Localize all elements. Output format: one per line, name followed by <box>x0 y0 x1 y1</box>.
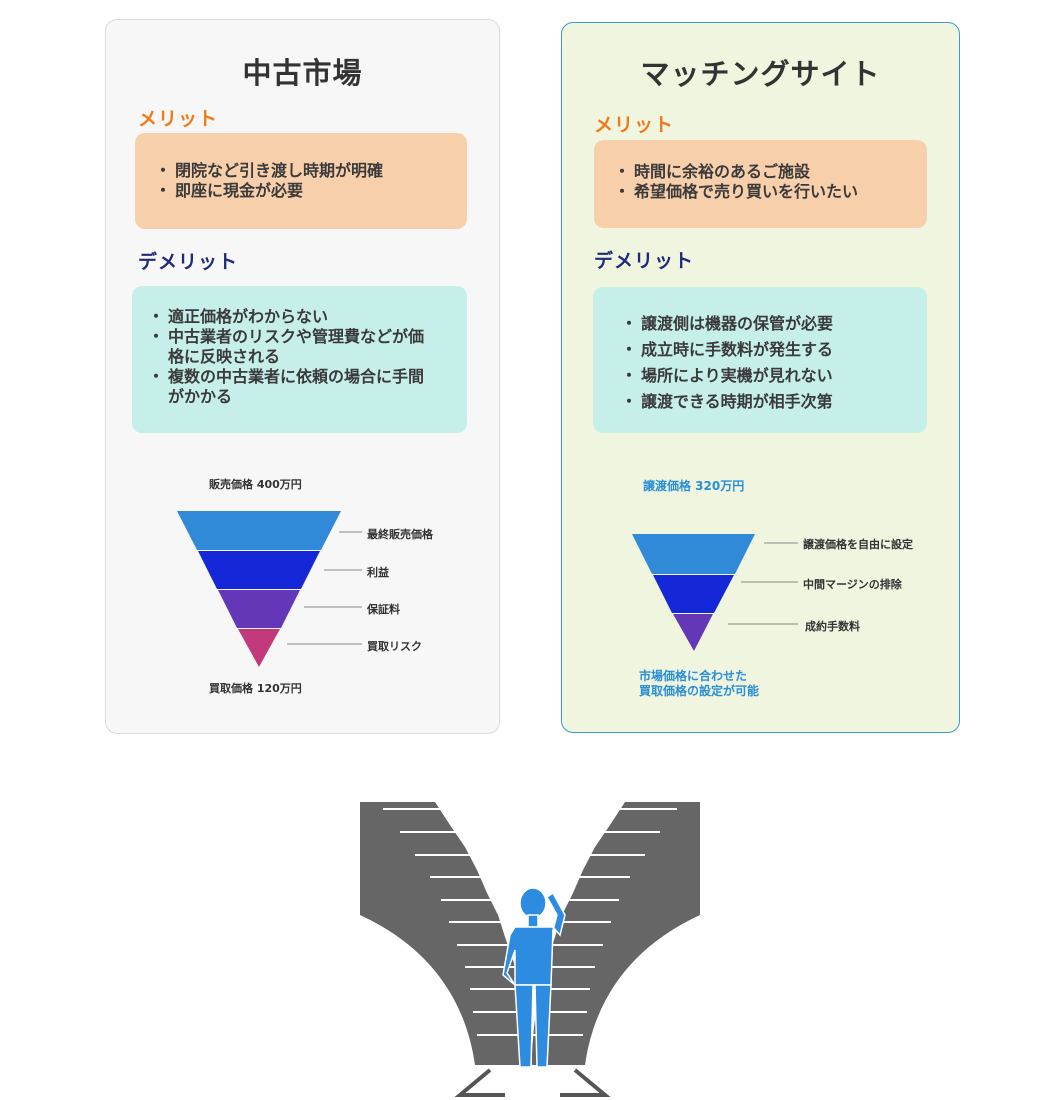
funnel-layer-label: 譲渡価格を自由に設定 <box>803 538 913 551</box>
right-staircase <box>532 802 700 1065</box>
left-staircase <box>360 802 528 1065</box>
merit-box: 閉院など引き渡し時期が明確 即座に現金が必要 <box>135 133 467 229</box>
person-torso <box>502 891 566 986</box>
funnel-top-label: 譲渡価格 320万円 <box>643 479 745 493</box>
funnel-layer-label: 中間マージンの排除 <box>803 578 902 591</box>
funnel-layer-free-pricing <box>632 534 755 574</box>
funnel-top-label: 販売価格 400万円 <box>209 478 302 491</box>
funnel-bottom-label-line2: 買取価格の設定が可能 <box>639 684 760 698</box>
funnel-layer-fee <box>673 614 713 651</box>
card-title: 中古市場 <box>242 56 363 90</box>
funnel-layer-no-margin <box>653 575 734 613</box>
funnel-layer-label: 成約手数料 <box>805 620 860 633</box>
merit-item: 閉院など引き渡し時期が明確 <box>155 161 467 181</box>
merit-label: メリット <box>138 108 219 130</box>
funnel-bottom-label: 買取価格 120万円 <box>209 682 302 695</box>
funnel-layer-warranty <box>218 590 300 628</box>
funnel-layer-label: 利益 <box>367 566 389 579</box>
ground-line-right <box>560 1068 611 1097</box>
funnel-bottom-label-line1: 市場価格に合わせた <box>639 669 748 683</box>
forked-staircase-illustration <box>360 802 700 1097</box>
demerit-item: 複数の中古業者に依頼の場合に手間がかかる <box>148 367 437 407</box>
funnel-layer-final-price <box>177 511 341 550</box>
demerit-label: デメリット <box>138 251 239 273</box>
funnel-layer-label: 最終販売価格 <box>367 528 433 541</box>
funnel-layer-profit <box>198 551 320 589</box>
used-market-funnel-diagram <box>177 511 798 667</box>
funnel-layer-label: 保証料 <box>367 603 400 616</box>
demerit-item: 中古業者のリスクや管理費などが価格に反映される <box>148 327 437 367</box>
merit-item: 即座に現金が必要 <box>155 181 467 201</box>
demerit-item: 適正価格がわからない <box>148 307 437 327</box>
person-left-leg <box>514 984 534 1068</box>
ground-line-left <box>454 1068 505 1097</box>
person-head <box>519 887 547 919</box>
funnel-layer-label: 買取リスク <box>367 640 422 653</box>
used-market-card: 中古市場 メリット 閉院など引き渡し時期が明確 即座に現金が必要 デメリット 適… <box>105 19 500 734</box>
demerit-box: 適正価格がわからない 中古業者のリスクや管理費などが価格に反映される 複数の中古… <box>132 286 467 433</box>
funnel-layer-purchase-risk <box>238 629 280 667</box>
person-right-leg <box>534 984 552 1068</box>
confused-person <box>502 887 566 1068</box>
